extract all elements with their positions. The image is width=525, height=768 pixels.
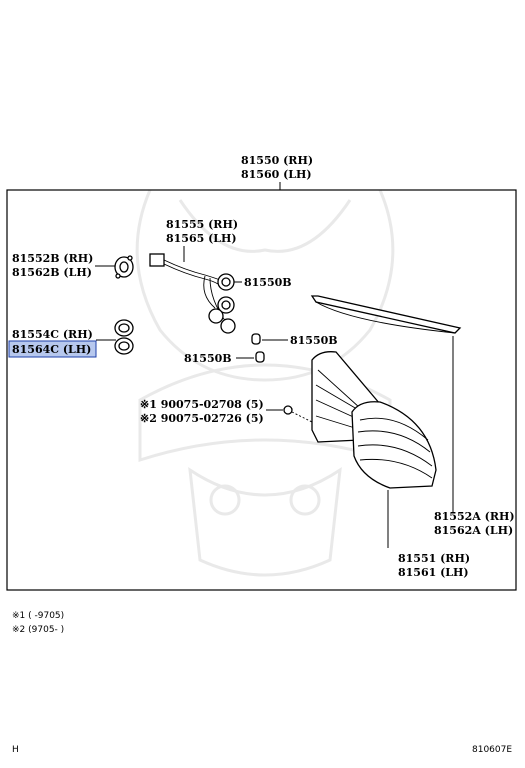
footnote-1: ※1 ( -9705)	[12, 611, 64, 621]
label-gasket-lh[interactable]: 81564C (LH)	[12, 343, 91, 356]
footer-right: 810607E	[472, 745, 512, 755]
label-harness-lh: 81565 (LH)	[166, 232, 237, 245]
gasket-part	[114, 319, 134, 355]
label-harness-rh: 81555 (RH)	[166, 218, 238, 231]
label-bulb-a: 81550B	[244, 276, 292, 289]
label-gasket-rh: 81554C (RH)	[12, 328, 93, 341]
socket-bracket	[114, 255, 134, 279]
label-screw-1: ※1 90075-02708 (5)	[140, 398, 264, 411]
label-body-lh: 81561 (LH)	[398, 566, 469, 579]
label-socket-rh: 81552B (RH)	[12, 252, 93, 265]
label-lens-lh: 81562A (LH)	[434, 524, 513, 537]
bulb-c-part	[255, 351, 265, 363]
bulb-b-part	[251, 333, 261, 345]
screw-part	[283, 405, 313, 423]
footer-left: H	[12, 745, 19, 755]
label-top-rh: 81550 (RH)	[241, 154, 313, 167]
diagram-frame	[6, 189, 517, 591]
label-bulb-c: 81550B	[184, 352, 232, 365]
lens-gasket-strip	[310, 295, 462, 334]
label-lens-rh: 81552A (RH)	[434, 510, 515, 523]
lamp-lens	[351, 401, 437, 489]
footnote-2: ※2 (9705- )	[12, 625, 64, 635]
wire-harness	[149, 253, 236, 334]
label-body-rh: 81551 (RH)	[398, 552, 470, 565]
label-socket-lh: 81562B (LH)	[12, 266, 92, 279]
label-bulb-b: 81550B	[290, 334, 338, 347]
label-top-lh: 81560 (LH)	[241, 168, 312, 181]
label-screw-2: ※2 90075-02726 (5)	[140, 412, 264, 425]
highlight-gasket-lh[interactable]	[8, 340, 97, 358]
